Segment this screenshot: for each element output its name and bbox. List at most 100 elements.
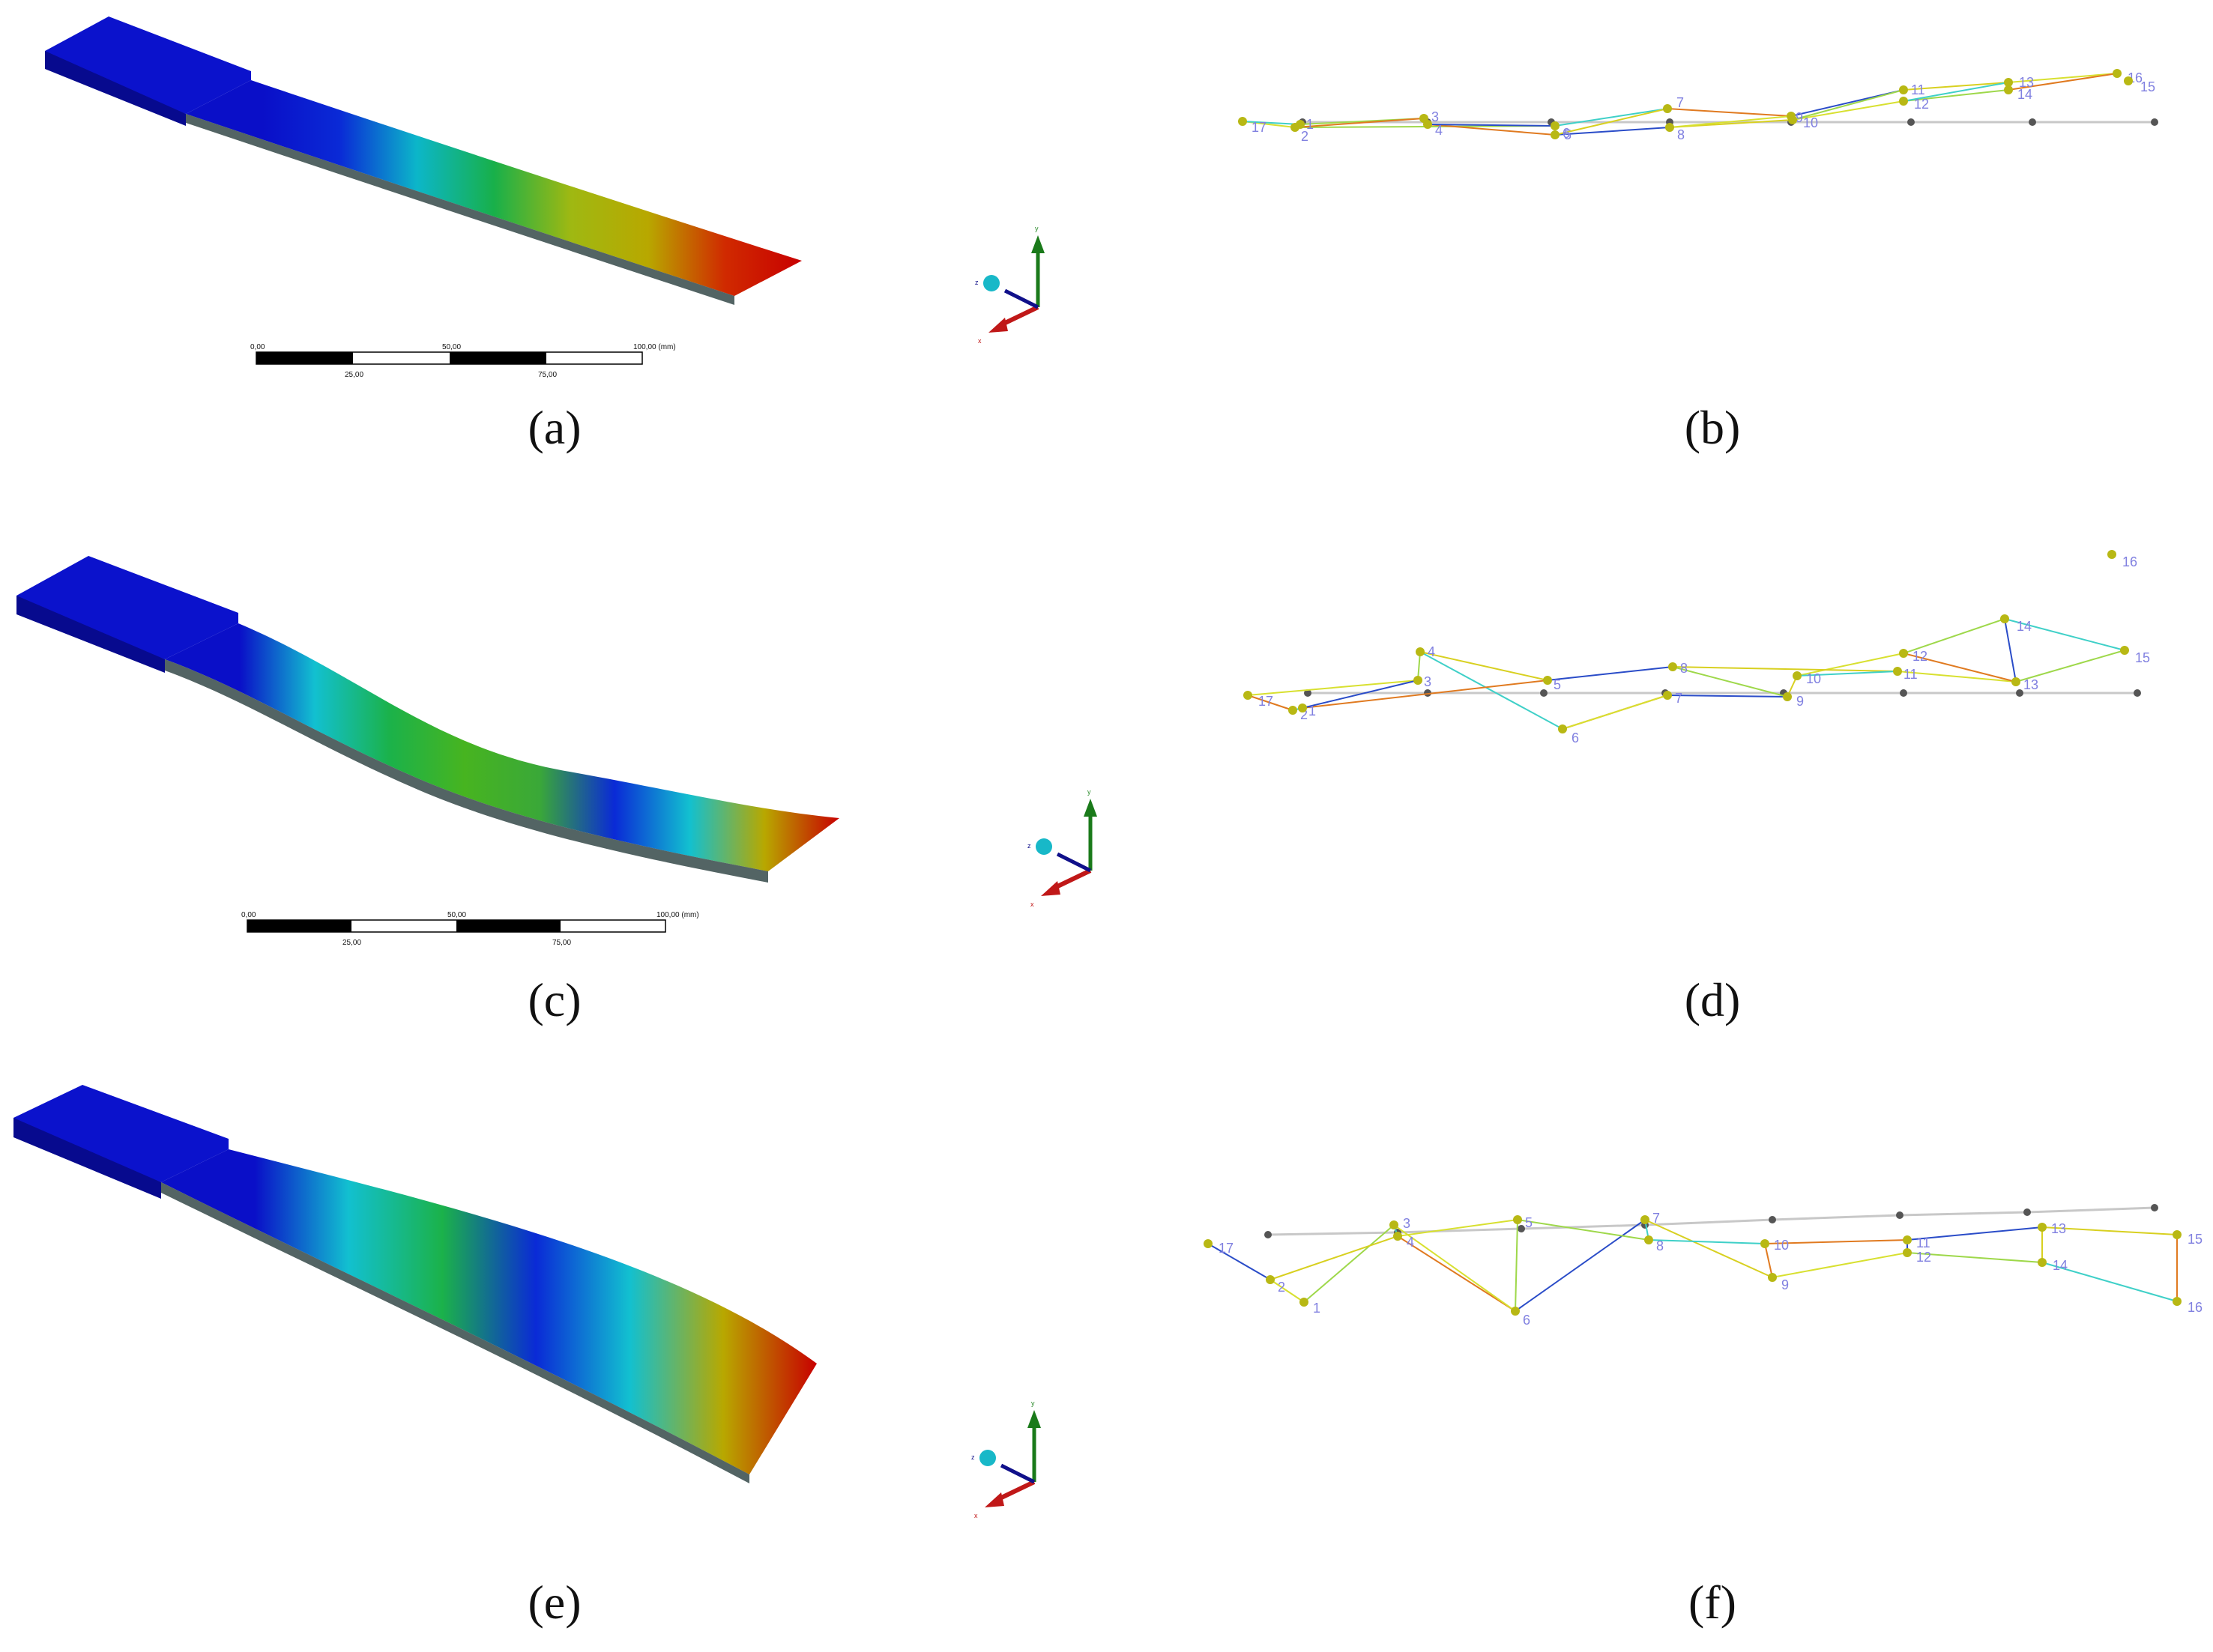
panel-label-a: (a)	[528, 401, 581, 454]
mode-b-undeformed-node-7	[2151, 118, 2158, 126]
mode-b-edge-10	[1554, 127, 1670, 136]
mode-d-node-label-1: 2	[1300, 707, 1308, 722]
mode-f-edge-1	[1303, 1224, 1395, 1303]
mode-f-edge-11	[1269, 1235, 1398, 1280]
mode-d-undeformed-node-2	[1540, 689, 1548, 697]
mode-f-undeformed-node-7	[2151, 1204, 2158, 1211]
mode-f-node-label-5: 5	[1525, 1215, 1533, 1230]
mode-b-node-label-13: 13	[2019, 75, 2034, 90]
mode-f-node-label-16: 16	[2188, 1300, 2203, 1315]
beam-e-clamp-top	[13, 1085, 229, 1182]
scale-bar-c: 0,00 50,00 100,00 (mm) 25,00 75,00	[241, 911, 699, 947]
mode-d-node-label-15: 15	[2135, 650, 2150, 665]
mode-b-node-5	[1551, 121, 1560, 130]
mode-d-node-label-12: 12	[1912, 649, 1927, 664]
panel-label-f: (f)	[1688, 1576, 1736, 1629]
mode-f-edge-14	[1648, 1239, 1766, 1244]
mode-b-node-7	[1663, 104, 1672, 113]
mode-f-undeformed-line	[1267, 1206, 2155, 1236]
mode-d-node-label-3: 3	[1424, 674, 1431, 689]
mode-b-node-13	[2004, 78, 2013, 87]
mode-b-edge-18	[1669, 115, 1792, 128]
panel-label-c: (c)	[528, 973, 581, 1026]
mode-f-node-0	[1204, 1239, 1213, 1248]
mode-b-node-16	[2124, 76, 2133, 85]
triad-a-x: x	[978, 337, 982, 345]
triad-c-y: y	[1087, 788, 1091, 796]
mode-d-node-6	[1558, 724, 1567, 733]
mode-f-node-label-0: 17	[1219, 1241, 1234, 1256]
scale-a-tick-25: 25,00	[345, 371, 363, 379]
beam-c-clamp-side	[16, 596, 165, 673]
mode-d-node-5	[1543, 676, 1552, 685]
mode-f-edge-0	[1269, 1279, 1305, 1303]
mode-f-edge-5	[1644, 1219, 1773, 1278]
mode-d-undeformed-node-0	[1304, 689, 1311, 697]
mode-f-undeformed-node-4	[1769, 1216, 1776, 1223]
scale-a-tick-100: 100,00 (mm)	[633, 343, 676, 351]
mode-f-edge-3	[1397, 1235, 1516, 1312]
beam-a-clamp-side	[45, 51, 186, 126]
mode-d-edge-2	[1419, 651, 1563, 730]
mode-f-edge-8	[2041, 1262, 2178, 1302]
mode-b-edge-17	[1554, 108, 1668, 136]
mode-b-node-label-12: 12	[1914, 97, 1929, 112]
panel-e: (e)	[13, 1085, 817, 1629]
triad-c-x: x	[1030, 901, 1034, 908]
scale-a-tick-75: 75,00	[538, 371, 557, 379]
mode-d-node-label-2: 1	[1308, 704, 1316, 718]
mode-d-node-8	[1668, 662, 1677, 671]
scale-c-tick-100: 100,00 (mm)	[656, 911, 699, 919]
scale-a-tick-50: 50,00	[442, 343, 461, 351]
mode-b-node-label-5: 5	[1564, 127, 1572, 142]
mode-f-node-label-14: 14	[2053, 1258, 2068, 1273]
mode-d-node-label-9: 9	[1796, 694, 1804, 709]
mode-f-edge-21	[1764, 1243, 1773, 1278]
mode-f-node-7	[1640, 1215, 1649, 1224]
mode-d-node-9	[1783, 692, 1792, 701]
mode-b-node-12	[1899, 97, 1908, 106]
mode-f-node-label-15: 15	[2188, 1232, 2203, 1247]
mode-d-edge-6	[1796, 653, 1904, 677]
mode-b-node-label-2: 2	[1301, 129, 1308, 144]
mode-f-node-label-11: 11	[1916, 1235, 1930, 1250]
beam-e-top	[161, 1149, 817, 1474]
mode-d-node-13	[2011, 677, 2020, 686]
mode-d-edge-15	[1247, 695, 1293, 711]
mode-d-node-14	[2000, 614, 2009, 623]
mode-d-edge-19	[1672, 666, 1788, 698]
mode-f-node-label-6: 6	[1523, 1313, 1530, 1328]
axis-triad-a: y x z	[975, 225, 1045, 345]
mode-d-edge-18	[1562, 695, 1668, 730]
mode-d-node-7	[1663, 691, 1672, 700]
mode-f-node-15	[2173, 1230, 2182, 1239]
scale-c-tick-75: 75,00	[552, 939, 571, 947]
mode-f-edge-13	[1517, 1219, 1649, 1241]
mode-f-edge-18	[1393, 1224, 1516, 1312]
mode-f-edge-12	[1397, 1219, 1518, 1237]
mode-f-node-8	[1644, 1235, 1653, 1244]
triad-e-x: x	[974, 1512, 978, 1519]
scale-c-tick-25: 25,00	[342, 939, 361, 947]
scale-bar-a: 0,00 50,00 100,00 (mm) 25,00 75,00	[250, 343, 676, 379]
mode-b-edge-15	[1294, 118, 1425, 128]
beam-a-clamp-top	[45, 16, 251, 114]
mode-d-node-label-6: 6	[1572, 730, 1579, 745]
mode-b-edge-12	[1792, 100, 1904, 121]
mode-f-node-14	[2038, 1258, 2047, 1267]
mode-d-node-label-8: 8	[1680, 661, 1688, 676]
mode-b-node-label-8: 8	[1677, 127, 1685, 142]
mode-f-node-16	[2173, 1297, 2182, 1306]
mode-d-edge-4	[1667, 695, 1788, 698]
mode-f-edge-4	[1515, 1219, 1646, 1312]
mode-d-node-11	[1893, 667, 1902, 676]
mode-d-edge-13	[2015, 650, 2125, 683]
mode-d-node-10	[1793, 671, 1802, 680]
mode-d-edge-7	[1903, 618, 2005, 654]
mode-d-node-label-14: 14	[2017, 619, 2032, 634]
beam-a-top	[186, 80, 802, 296]
mode-b-node-label-11: 11	[1911, 82, 1925, 97]
mode-f-node-4	[1393, 1232, 1402, 1241]
